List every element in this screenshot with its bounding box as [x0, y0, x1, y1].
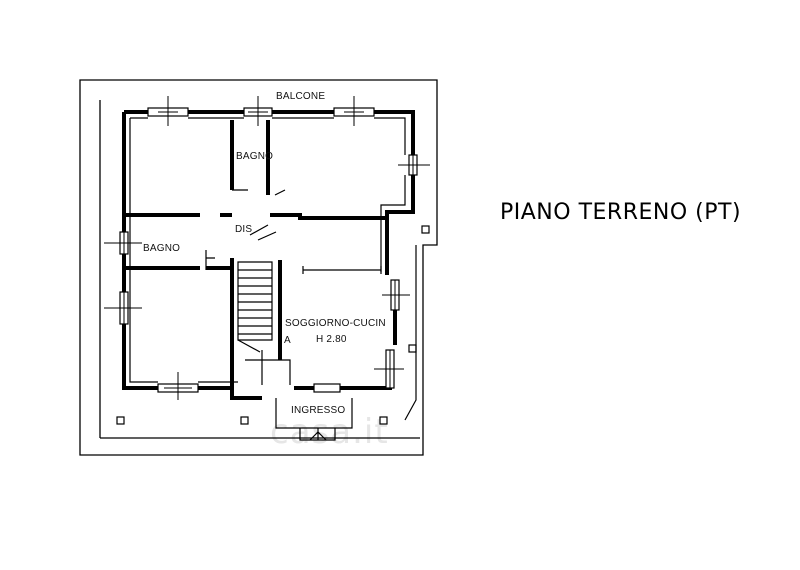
wall-double-lines: [130, 117, 406, 272]
marker-3: [379, 416, 388, 425]
wall-top: [124, 110, 415, 155]
porch-outline: [99, 100, 420, 439]
plan-title: PIANO TERRENO (PT): [500, 200, 742, 225]
watermark: casa.it: [270, 412, 389, 452]
dis-door: [205, 224, 277, 270]
marker-2: [240, 416, 249, 425]
stair-treads: [238, 269, 272, 335]
wall-inner-left: [129, 118, 238, 383]
bath-door: [232, 178, 286, 196]
porch-rails: [404, 245, 417, 421]
ingresso-box: [275, 398, 353, 429]
room-label-soggiorno: SOGGIORNO-CUCIN: [285, 318, 386, 329]
room-label-bagno-upper: BAGNO: [236, 151, 274, 162]
room-label-stair-mark: A: [284, 335, 291, 346]
window-bottom-2: [313, 383, 341, 393]
wall-dis: [124, 213, 387, 220]
stair-lower: [237, 339, 291, 385]
marker-1: [116, 416, 125, 425]
plot-boundary: [79, 79, 438, 456]
room-label-height: H 2.80: [316, 334, 347, 345]
marker-5: [408, 344, 417, 353]
marker-4: [421, 225, 430, 234]
stair-frame: [237, 261, 273, 341]
room-label-ingresso: INGRESSO: [291, 405, 346, 416]
entrance-arrow: [309, 428, 327, 441]
room-label-balcone: BALCONE: [276, 91, 326, 102]
room-label-dis: DIS: [235, 224, 253, 235]
room-label-bagno-lower: BAGNO: [143, 243, 181, 254]
living-counter: [302, 266, 382, 274]
wall-east-upper: [385, 175, 415, 275]
wall-stair: [230, 258, 282, 398]
